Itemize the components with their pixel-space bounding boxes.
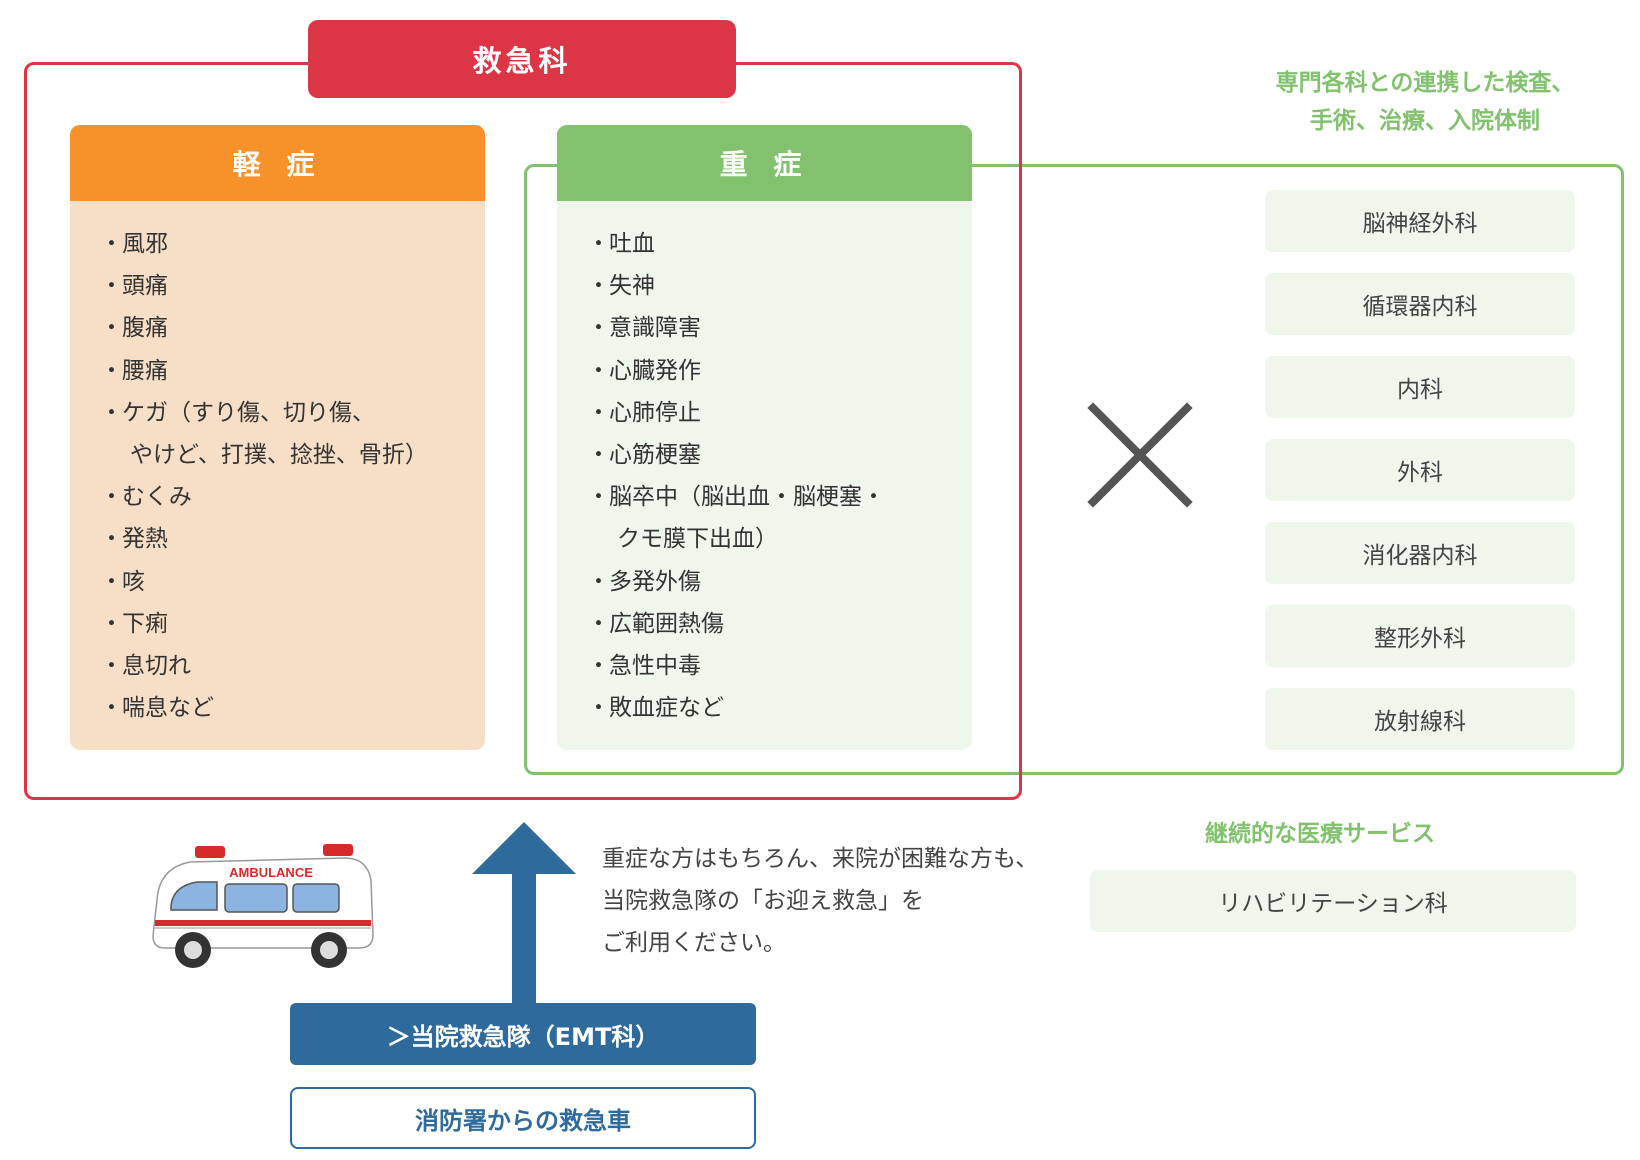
list-item: ・喘息など [100, 695, 214, 722]
department-surgery: 外科 [1265, 439, 1575, 501]
list-item: ・心肺停止 [587, 399, 701, 426]
mild-title: 軽 症 [70, 125, 485, 201]
list-item: ・下痢 [100, 610, 168, 637]
list-item: ・頭痛 [100, 273, 168, 300]
pickup-note: 重症な方はもちろん、来院が困難な方も、 当院救急隊の「お迎え救急」を ご利用くだ… [602, 846, 1039, 956]
list-item: ・心臓発作 [587, 357, 701, 384]
emergency-department-title: 救急科 [308, 20, 736, 98]
list-item: ・咳 [100, 568, 145, 595]
collaboration-frame [524, 164, 1624, 775]
department-cardiology: 循環器内科 [1265, 273, 1575, 335]
department-orthopedics: 整形外科 [1265, 605, 1575, 667]
list-item: ・吐血 [587, 231, 655, 257]
list-item: ・息切れ [100, 653, 191, 680]
ambulance-icon: AMBULANCE [152, 844, 374, 968]
list-item: ・広範囲熱傷 [587, 610, 724, 637]
list-item: ・意識障害 [587, 315, 701, 342]
list-item: クモ膜下出血） [617, 526, 778, 553]
mild-symptom-list: ・風邪 ・頭痛 ・腹痛 ・腰痛 ・ケガ（すり傷、切り傷、 やけど、打撲、捻挫、骨… [100, 223, 428, 729]
list-item: ・多発外傷 [587, 568, 701, 595]
list-item: ・心筋梗塞 [587, 442, 701, 469]
department-internal-medicine: 内科 [1265, 356, 1575, 418]
list-item: ・ケガ（すり傷、切り傷、 [100, 399, 375, 426]
multiply-icon [1087, 402, 1193, 508]
severe-symptoms-panel: 重 症 ・吐血 ・失神 ・意識障害 ・心臓発作 ・心肺停止 ・心筋梗塞 ・脳卒中… [557, 125, 972, 750]
fire-department-ambulance-box: 消防署からの救急車 [290, 1087, 756, 1149]
list-item: ・脳卒中（脳出血・脳梗塞・ [587, 484, 885, 511]
list-item: ・むくみ [100, 484, 192, 511]
list-item: ・失神 [587, 273, 655, 300]
department-radiology: 放射線科 [1265, 688, 1575, 750]
list-item: やけど、打撲、捻挫、骨折） [130, 442, 428, 469]
list-item: ・敗血症など [587, 695, 724, 722]
list-item: ・風邪 [100, 231, 168, 257]
severe-symptom-list: ・吐血 ・失神 ・意識障害 ・心臓発作 ・心肺停止 ・心筋梗塞 ・脳卒中（脳出血… [587, 223, 885, 729]
mild-symptoms-panel: 軽 症 ・風邪 ・頭痛 ・腹痛 ・腰痛 ・ケガ（すり傷、切り傷、 やけど、打撲、… [70, 125, 485, 750]
arrow-up-icon [472, 822, 576, 1006]
department-gastroenterology: 消化器内科 [1265, 522, 1575, 584]
department-neurosurgery: 脳神経外科 [1265, 190, 1575, 252]
emt-department-button[interactable]: ＞当院救急隊（EMT科） [290, 1003, 756, 1065]
list-item: ・急性中毒 [587, 653, 701, 680]
list-item: ・腹痛 [100, 315, 168, 342]
ambulance-label: AMBULANCE [229, 865, 313, 880]
department-rehabilitation: リハビリテーション科 [1090, 870, 1576, 932]
continuing-care-label: 継続的な医療サービス [1205, 821, 1435, 847]
severe-title: 重 症 [557, 125, 972, 201]
list-item: ・腰痛 [100, 357, 168, 384]
list-item: ・発熱 [100, 526, 168, 553]
collaboration-label: 専門各科との連携した検査、 手術、治療、入院体制 [1275, 70, 1575, 134]
